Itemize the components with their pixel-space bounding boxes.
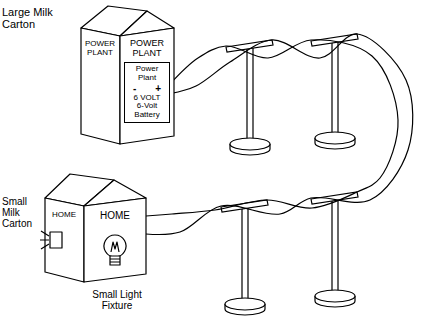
- bulb-socket: [110, 256, 120, 265]
- pole-crossarm: [226, 40, 273, 52]
- label-slot: Large Milk Carton: [2, 6, 76, 30]
- power-plant-carton: POWER PLANT POWER PLANT Power Plant 6 VOLT6…: [80, 4, 176, 146]
- label-slot: +: [155, 83, 161, 94]
- fixture-caption: Small Light Fixture: [82, 289, 152, 311]
- power-wire: [146, 40, 398, 216]
- label-slot: -: [133, 83, 136, 94]
- pole-post: [242, 207, 248, 304]
- text-slot: POWER PLANT: [83, 40, 117, 58]
- utility-pole: [226, 40, 273, 155]
- pole-post: [332, 41, 338, 138]
- pole-base-top: [315, 290, 355, 302]
- text-slot: HOME: [47, 211, 81, 220]
- carton-outline: [44, 172, 147, 284]
- carton-side: [81, 28, 120, 144]
- light-rays: [40, 231, 49, 249]
- battery-terminal-row: [126, 83, 168, 94]
- pole-base-top: [225, 298, 265, 310]
- pole-crossarm: [221, 200, 268, 212]
- text-slot: HOME: [86, 210, 144, 221]
- text-slot: POWER PLANT: [122, 39, 172, 59]
- bulb-filament: [111, 242, 119, 252]
- terminal-sign: -: [133, 83, 136, 94]
- battery-title: Power Plant: [126, 65, 168, 83]
- battery-box: Power Plant 6 VOLT6-Volt Battery: [124, 62, 170, 123]
- utility-pole: [311, 192, 358, 307]
- utility-pole: [221, 200, 268, 315]
- carton-side: [45, 198, 84, 282]
- terminal-sign: +: [155, 83, 161, 94]
- battery-voltage: 6 VOLT: [126, 94, 168, 103]
- power-wire: [146, 34, 413, 234]
- carton-caption: Large Milk Carton: [2, 6, 76, 30]
- carton-front-label: HOME: [86, 210, 144, 221]
- pole-post: [247, 47, 253, 144]
- carton-front: [84, 198, 146, 282]
- carton-caption: Small Milk Carton: [2, 196, 38, 229]
- carton-front: [120, 28, 174, 144]
- pole-post: [332, 199, 338, 296]
- carton-side-label: HOME: [47, 211, 81, 220]
- carton-side-label: POWER PLANT: [83, 40, 117, 58]
- carton-front-label: POWER PLANT: [122, 39, 172, 59]
- pole-base-top: [230, 138, 270, 150]
- battery-caption: 6-Volt Battery: [126, 102, 168, 120]
- label-slot: Small Milk Carton: [2, 196, 38, 229]
- utility-pole: [311, 34, 358, 149]
- home-carton: HOME HOME: [44, 172, 147, 284]
- pole-base-top: [315, 132, 355, 144]
- lamp-shade: [50, 232, 62, 248]
- label-slot: Small Light Fixture: [82, 289, 152, 311]
- light-bulb: [104, 235, 126, 257]
